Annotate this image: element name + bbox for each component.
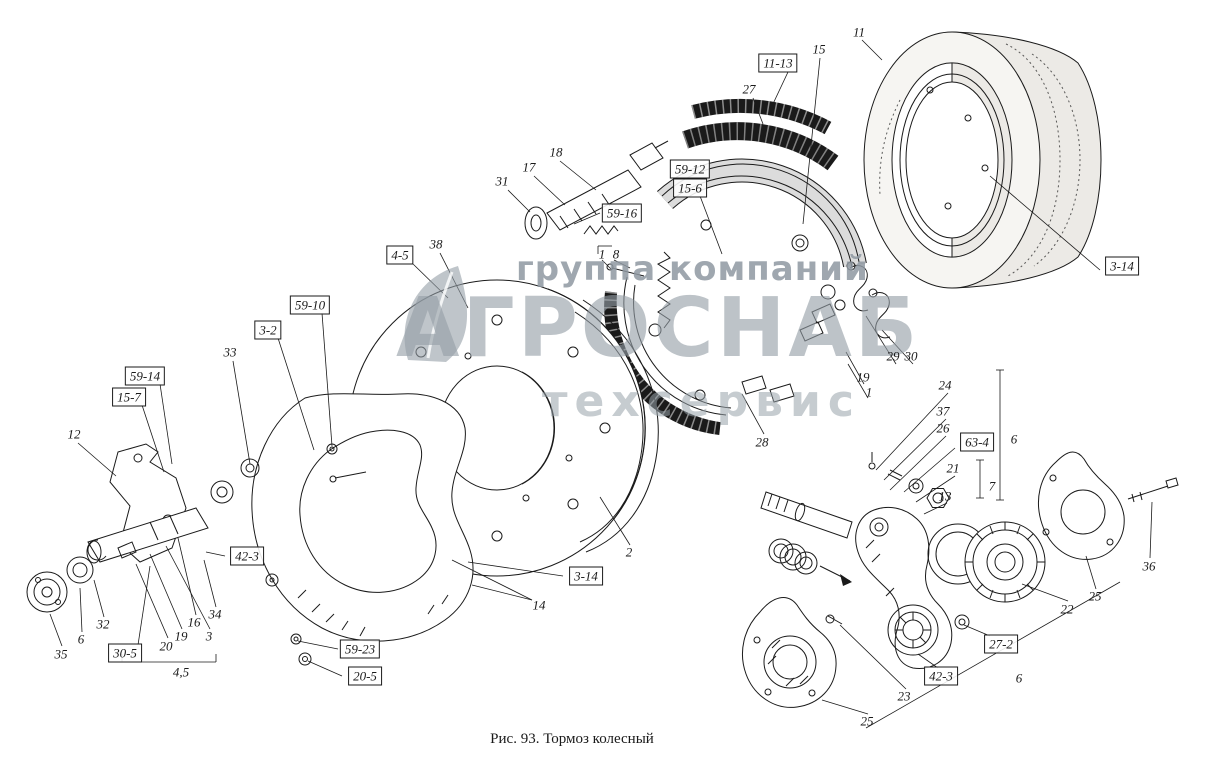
part-label-30: 30 xyxy=(904,348,918,364)
part-label-33: 33 xyxy=(223,344,237,360)
part-label-27: 27 xyxy=(742,81,756,97)
part-label-1-right: 1 xyxy=(865,384,873,400)
part-label-box-15-6: 15-6 xyxy=(673,178,707,198)
part-label-box-42-3-left: 42-3 xyxy=(230,546,264,566)
part-label-21: 21 xyxy=(946,460,960,476)
part-label-36: 36 xyxy=(1142,558,1156,574)
part-label-box-20-5: 20-5 xyxy=(348,666,382,686)
part-label-31: 31 xyxy=(495,173,509,189)
part-label-19-left: 19 xyxy=(174,628,188,644)
part-label-15: 15 xyxy=(812,41,826,57)
part-label-26: 26 xyxy=(936,420,950,436)
part-label-12: 12 xyxy=(67,426,81,442)
part-label-38: 38 xyxy=(429,236,443,252)
part-label-37: 37 xyxy=(936,403,950,419)
part-label-4-5-span: 4,5 xyxy=(172,664,190,680)
figure-caption: Рис. 93. Тормоз колесный xyxy=(490,731,654,747)
part-label-3: 3 xyxy=(205,628,213,644)
part-label-14: 14 xyxy=(532,597,546,613)
part-label-box-59-23: 59-23 xyxy=(339,639,381,659)
leader-lines xyxy=(50,40,1152,714)
cover-plate-ring xyxy=(252,394,473,665)
part-label-6-bracket: 6 xyxy=(1010,431,1018,447)
part-label-32: 32 xyxy=(96,616,110,632)
part-label-34: 34 xyxy=(208,606,222,622)
part-label-box-59-12: 59-12 xyxy=(669,159,711,179)
part-label-box-27-2: 27-2 xyxy=(984,634,1018,654)
expander-bracket-assembly xyxy=(27,444,259,612)
brake-drum xyxy=(864,32,1101,288)
part-label-7: 7 xyxy=(988,478,996,494)
part-label-16: 16 xyxy=(187,614,201,630)
part-label-box-4-5: 4-5 xyxy=(386,245,414,265)
bearing-and-covers xyxy=(742,452,1178,707)
part-label-box-59-16: 59-16 xyxy=(601,203,643,223)
part-label-35: 35 xyxy=(54,646,68,662)
part-label-box-59-14: 59-14 xyxy=(124,366,166,386)
part-label-box-3-14-drum: 3-14 xyxy=(1105,256,1139,276)
part-label-6-left: 6 xyxy=(77,631,85,647)
part-label-6-bottom: 6 xyxy=(1015,670,1023,686)
part-label-box-42-3-right: 42-3 xyxy=(924,666,958,686)
adjusting-worm-shaft xyxy=(525,141,668,239)
part-label-25-right: 25 xyxy=(1088,588,1102,604)
part-label-box-3-14-mid: 3-14 xyxy=(569,566,603,586)
part-label-box-11-13: 11-13 xyxy=(758,53,798,73)
part-label-19-right: 19 xyxy=(856,369,870,385)
part-label-20: 20 xyxy=(159,638,173,654)
part-label-11: 11 xyxy=(852,24,866,40)
part-label-8: 8 xyxy=(612,246,620,262)
part-label-box-59-10: 59-10 xyxy=(289,295,331,315)
slack-adjuster-assembly xyxy=(761,452,969,669)
part-label-18: 18 xyxy=(549,144,563,160)
part-label-13: 13 xyxy=(938,488,952,504)
part-label-28: 28 xyxy=(755,434,769,450)
part-label-23: 23 xyxy=(897,688,911,704)
part-label-box-30-5: 30-5 xyxy=(108,643,142,663)
part-label-25-bottom: 25 xyxy=(860,713,874,729)
part-label-box-3-2: 3-2 xyxy=(254,320,282,340)
part-label-17: 17 xyxy=(522,159,536,175)
reference-brackets xyxy=(122,246,1120,728)
part-label-22: 22 xyxy=(1060,601,1074,617)
part-label-2: 2 xyxy=(625,544,633,560)
part-label-1: 1 xyxy=(598,246,606,262)
part-label-24: 24 xyxy=(938,377,952,393)
part-label-box-15-7: 15-7 xyxy=(112,387,146,407)
part-label-box-63-4: 63-4 xyxy=(960,432,994,452)
part-label-29: 29 xyxy=(886,348,900,364)
